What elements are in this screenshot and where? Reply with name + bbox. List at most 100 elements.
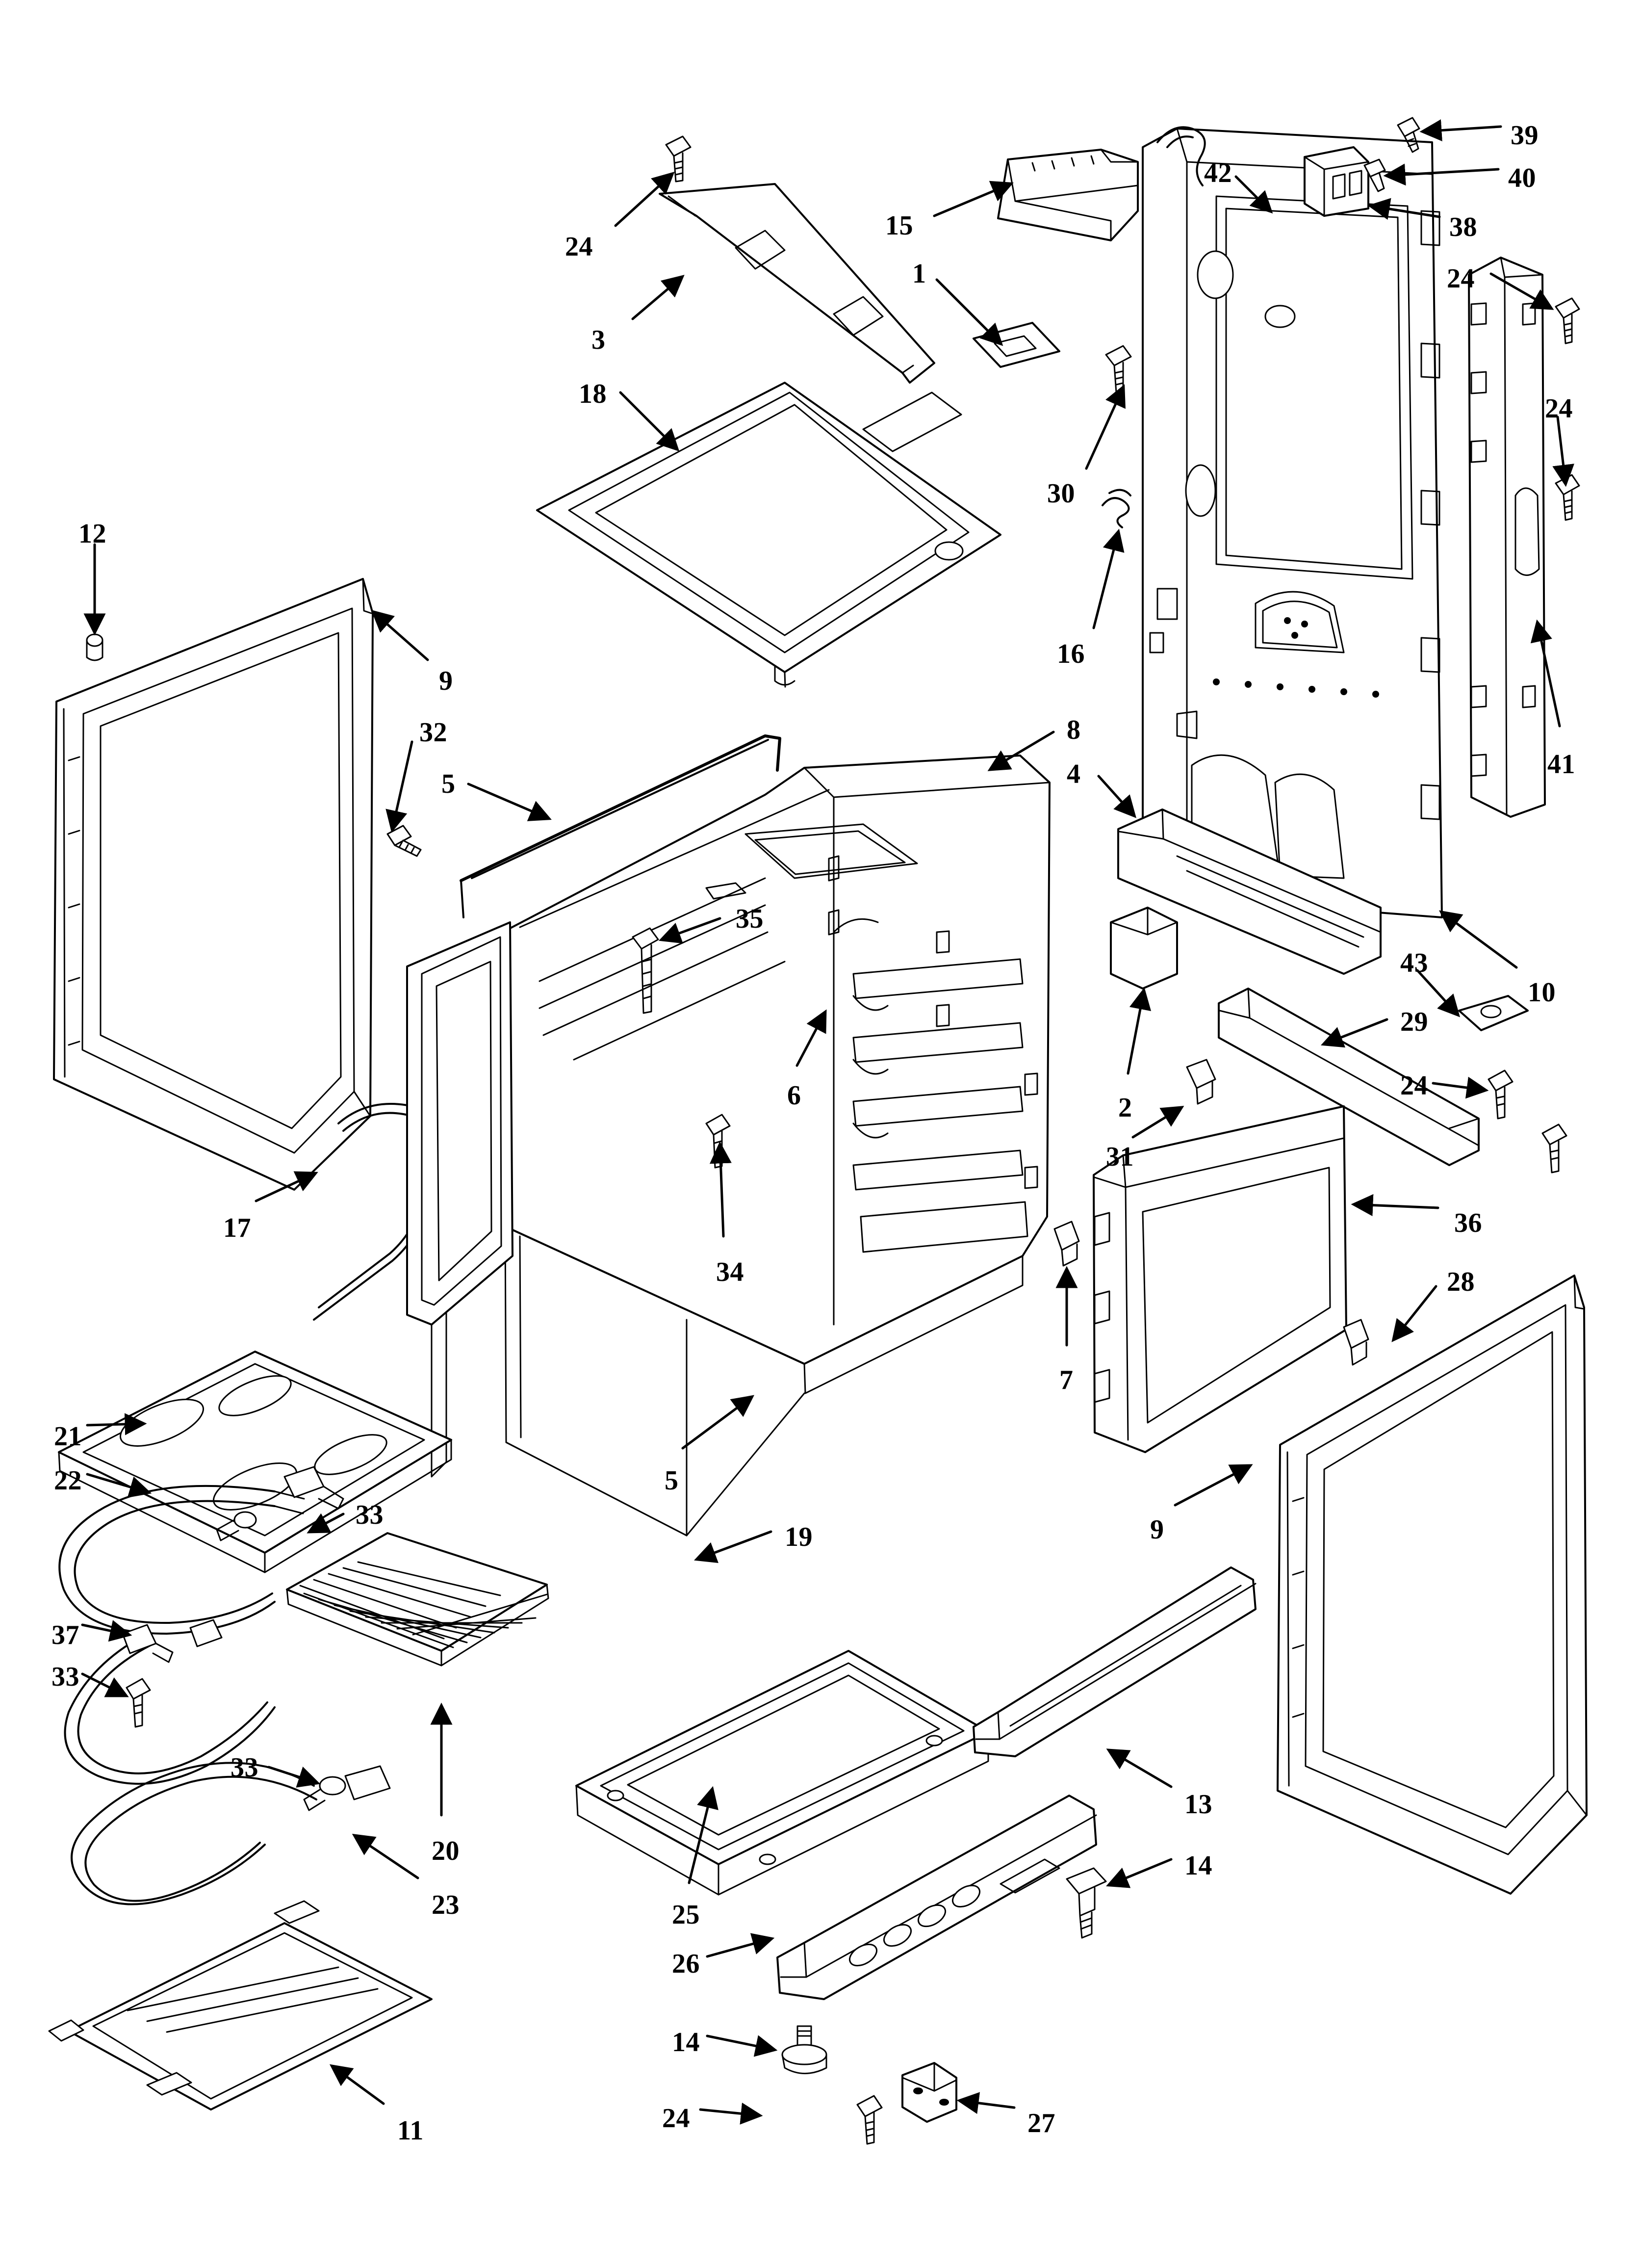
callout-33-top: 33	[356, 1500, 384, 1530]
part-15-panel	[997, 149, 1139, 241]
callout-32: 32	[419, 717, 447, 748]
callout-1: 1	[912, 259, 926, 289]
callout-3: 3	[591, 325, 606, 355]
callout-16: 16	[1057, 639, 1085, 669]
callout-4: 4	[1067, 759, 1081, 789]
callout-33-mid: 33	[51, 1662, 79, 1692]
callout-10: 10	[1528, 977, 1556, 1008]
callout-24: 24	[565, 232, 593, 262]
part-33-screw-lower	[126, 1678, 151, 1728]
part-30-screw	[1105, 345, 1132, 393]
part-35-screw	[632, 927, 659, 1014]
part-19-lower	[505, 1441, 688, 1537]
callout-43: 43	[1400, 948, 1428, 978]
part-43-bracket	[1458, 995, 1529, 1031]
part-5-frame-upper	[460, 734, 781, 918]
screw-24-top-left	[665, 135, 692, 182]
part-37-element	[64, 1633, 276, 1785]
callout-29: 29	[1400, 1007, 1428, 1037]
callout-17: 17	[223, 1213, 251, 1243]
part-41-side-panel	[1468, 257, 1546, 818]
callout-41: 41	[1547, 749, 1575, 780]
part-21-cooktop	[58, 1351, 452, 1573]
callout-6: 6	[787, 1080, 801, 1111]
screw-24-brace	[1488, 1069, 1514, 1120]
callout-24-bottom: 24	[662, 2103, 690, 2134]
part-4-brace	[1117, 808, 1382, 975]
part-40-screw	[1363, 158, 1386, 192]
part-11-drawer-panel	[48, 1900, 433, 2111]
part-27-bracket	[901, 2062, 957, 2123]
callout-26: 26	[672, 1949, 700, 1979]
callout-14-lower: 14	[672, 2027, 700, 2058]
callout-13: 13	[1184, 1789, 1212, 1820]
part-25-drawer-frame	[575, 1650, 989, 1896]
part-13-rail	[973, 1566, 1257, 1757]
part-9-right-door	[1277, 1275, 1588, 1895]
callout-40: 40	[1508, 163, 1536, 193]
screw-24-bottom	[856, 2095, 883, 2145]
callout-20: 20	[432, 1836, 460, 1866]
callout-27: 27	[1027, 2108, 1055, 2138]
part-10-rear-panel	[1142, 128, 1443, 918]
part-38-terminal-block	[1304, 146, 1369, 217]
callout-39: 39	[1511, 120, 1539, 151]
callout-22: 22	[54, 1465, 82, 1496]
part-33-terminal-mid	[122, 1619, 223, 1663]
part-20-rack	[286, 1532, 549, 1667]
callout-34: 34	[716, 1257, 744, 1287]
part-2-insulation-block	[1110, 907, 1178, 990]
callout-38: 38	[1449, 212, 1477, 242]
callout-28: 28	[1447, 1267, 1475, 1297]
callout-12: 12	[78, 519, 106, 549]
part-39-screw	[1397, 117, 1420, 153]
callout-9-right: 9	[1150, 1514, 1164, 1545]
part-16-clip	[1102, 489, 1131, 528]
callout-37: 37	[51, 1620, 79, 1650]
part-9-left-door	[53, 578, 374, 1191]
leader-lines	[81, 119, 1574, 2125]
callout-9-left: 9	[439, 666, 453, 696]
callout-30: 30	[1047, 478, 1075, 509]
callout-33-low: 33	[231, 1752, 258, 1783]
callout-35: 35	[736, 904, 764, 934]
callout-23: 23	[432, 1890, 460, 1920]
callout-8: 8	[1067, 715, 1081, 745]
screw-24-brace-2	[1541, 1123, 1567, 1173]
part-26-bottom-rail	[776, 1795, 1097, 2000]
part-3-bracket	[659, 183, 935, 384]
callout-19: 19	[785, 1522, 813, 1552]
callout-7: 7	[1059, 1365, 1074, 1395]
part-23-element	[71, 1762, 317, 1905]
part-33-terminal-top	[216, 1466, 344, 1541]
callout-24-right-upper: 24	[1447, 263, 1475, 294]
callout-5-upper: 5	[441, 769, 456, 799]
part-42-handle	[1156, 126, 1206, 186]
callout-21: 21	[54, 1421, 82, 1452]
callout-42: 42	[1204, 158, 1232, 188]
part-33-terminal-bottom	[303, 1765, 391, 1811]
callout-5-lower: 5	[665, 1465, 679, 1496]
callout-2: 2	[1118, 1093, 1132, 1123]
callout-36: 36	[1454, 1208, 1482, 1238]
callout-31: 31	[1106, 1142, 1134, 1172]
callout-11: 11	[397, 2115, 424, 2146]
part-31-clip	[1186, 1059, 1216, 1105]
callout-24-brace: 24	[1400, 1070, 1428, 1101]
part-12-screw	[86, 633, 103, 661]
part-18-panel	[536, 382, 1001, 688]
part-28-clip	[1343, 1319, 1369, 1366]
screw-24-right-lower	[1555, 474, 1580, 521]
screw-24-right-upper	[1555, 297, 1580, 344]
callout-18: 18	[579, 379, 607, 409]
inner-door-frame	[406, 921, 513, 1326]
part-14-leveler-upper	[1066, 1867, 1107, 1939]
part-29-brace	[1218, 988, 1480, 1166]
part-8-oven-cavity	[421, 755, 1051, 1537]
callout-15: 15	[885, 210, 913, 241]
callout-14-upper: 14	[1184, 1851, 1212, 1881]
part-7-clip	[1053, 1221, 1080, 1267]
callout-25: 25	[672, 1900, 700, 1930]
